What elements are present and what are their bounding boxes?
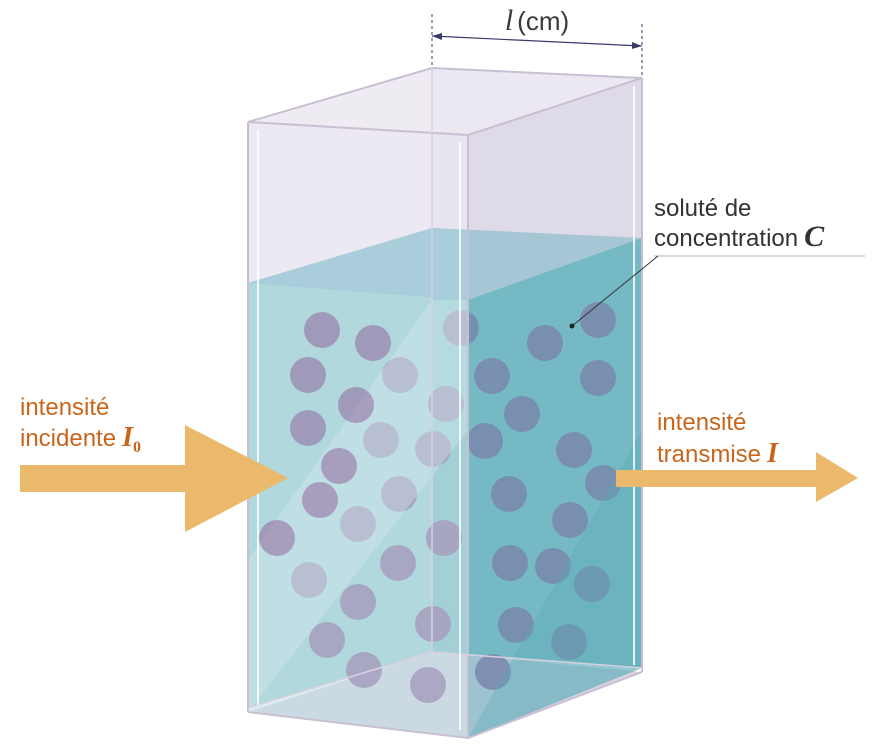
solute-label-text: concentration xyxy=(654,225,798,252)
glass-empty-right xyxy=(468,78,642,300)
liquid-front-right-shade xyxy=(468,430,642,738)
transmitted-beam-arrow xyxy=(616,452,858,502)
path-length-marker xyxy=(431,14,643,78)
liquid-front-right-face xyxy=(468,238,642,738)
transmitted-symbol: I xyxy=(766,438,779,469)
solute-leader-line xyxy=(571,255,659,327)
solute-particle xyxy=(290,357,326,393)
glass-empty-left xyxy=(248,122,468,300)
solute-particle xyxy=(321,448,357,484)
solute-label-line1: soluté de xyxy=(654,195,751,222)
solute-particle xyxy=(355,325,391,361)
solute-particle xyxy=(304,312,340,348)
glass-top-opening xyxy=(248,68,642,135)
incident-symbol: I xyxy=(121,422,134,453)
liquid-front-reflection xyxy=(248,300,468,712)
path-length-unit: (cm) xyxy=(517,6,569,36)
solute-symbol: C xyxy=(804,220,825,253)
incident-subscript: 0 xyxy=(133,439,141,456)
solute-particle xyxy=(338,387,374,423)
incident-label-text: incidente xyxy=(20,425,116,452)
solute-particle xyxy=(259,520,295,556)
solute-particle xyxy=(302,482,338,518)
liquid-front-left-face xyxy=(248,283,468,738)
incident-label-line1: intensité xyxy=(20,394,109,421)
cuvette-edges xyxy=(247,66,643,740)
solute-particle xyxy=(290,410,326,446)
solute-leader-dot xyxy=(569,323,575,329)
path-length-symbol: l xyxy=(505,4,513,37)
solute-particles xyxy=(259,312,391,556)
path-length-label: l(cm) xyxy=(505,4,569,37)
transmitted-label-text: transmise xyxy=(657,441,761,468)
transmitted-label-line1: intensité xyxy=(657,409,746,436)
glass-highlights xyxy=(257,86,635,730)
incident-beam-arrow xyxy=(20,425,288,532)
